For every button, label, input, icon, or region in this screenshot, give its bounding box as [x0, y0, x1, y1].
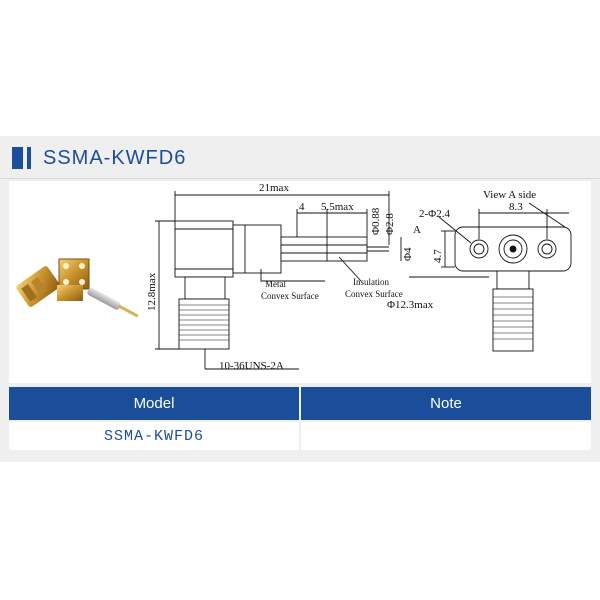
label-insulation: Insulation [353, 277, 389, 287]
label-dim-4: 4 [299, 201, 305, 213]
product-title: SSMA-KWFD6 [43, 146, 187, 169]
heading-marker-thin [27, 147, 31, 169]
label-view-a: View A side [483, 189, 536, 201]
spec-table: Model Note SSMA-KWFD6 [9, 387, 591, 450]
technical-drawing: 21max 4 5.5max Φ0.88 Φ2.8 Φ4 A 12.8max M… [9, 181, 591, 383]
label-height-12-8: 12.8max [146, 272, 158, 311]
section-heading: SSMA-KWFD6 [12, 144, 186, 172]
label-section-a: A [413, 224, 421, 236]
label-dim-4-7: 4.7 [432, 249, 444, 263]
label-dia-12-3: Φ12.3max [387, 299, 434, 311]
table-header-row: Model Note [9, 387, 591, 420]
column-header-model: Model [9, 387, 299, 420]
label-dia-0-88: Φ0.88 [370, 207, 382, 235]
cell-model: SSMA-KWFD6 [9, 422, 299, 450]
label-dim-8-3: 8.3 [509, 201, 523, 213]
heading-divider [0, 178, 600, 179]
connector-photo [16, 258, 139, 318]
label-dia-4: Φ4 [402, 247, 414, 261]
label-metal: Metal [265, 279, 286, 289]
label-holes: 2-Φ2.4 [419, 208, 450, 220]
label-overall-length: 21max [259, 182, 289, 194]
table-row: SSMA-KWFD6 [9, 422, 591, 450]
label-dia-2-8: Φ2.8 [384, 213, 396, 235]
column-header-note: Note [301, 387, 591, 420]
label-insulation-convex: Convex Surface [345, 289, 403, 299]
label-dim-5-5: 5.5max [321, 201, 354, 213]
heading-marker-thick [12, 147, 23, 169]
label-thread: 10-36UNS-2A [219, 360, 284, 372]
cell-note [301, 422, 591, 450]
label-metal-convex: Convex Surface [261, 291, 319, 301]
